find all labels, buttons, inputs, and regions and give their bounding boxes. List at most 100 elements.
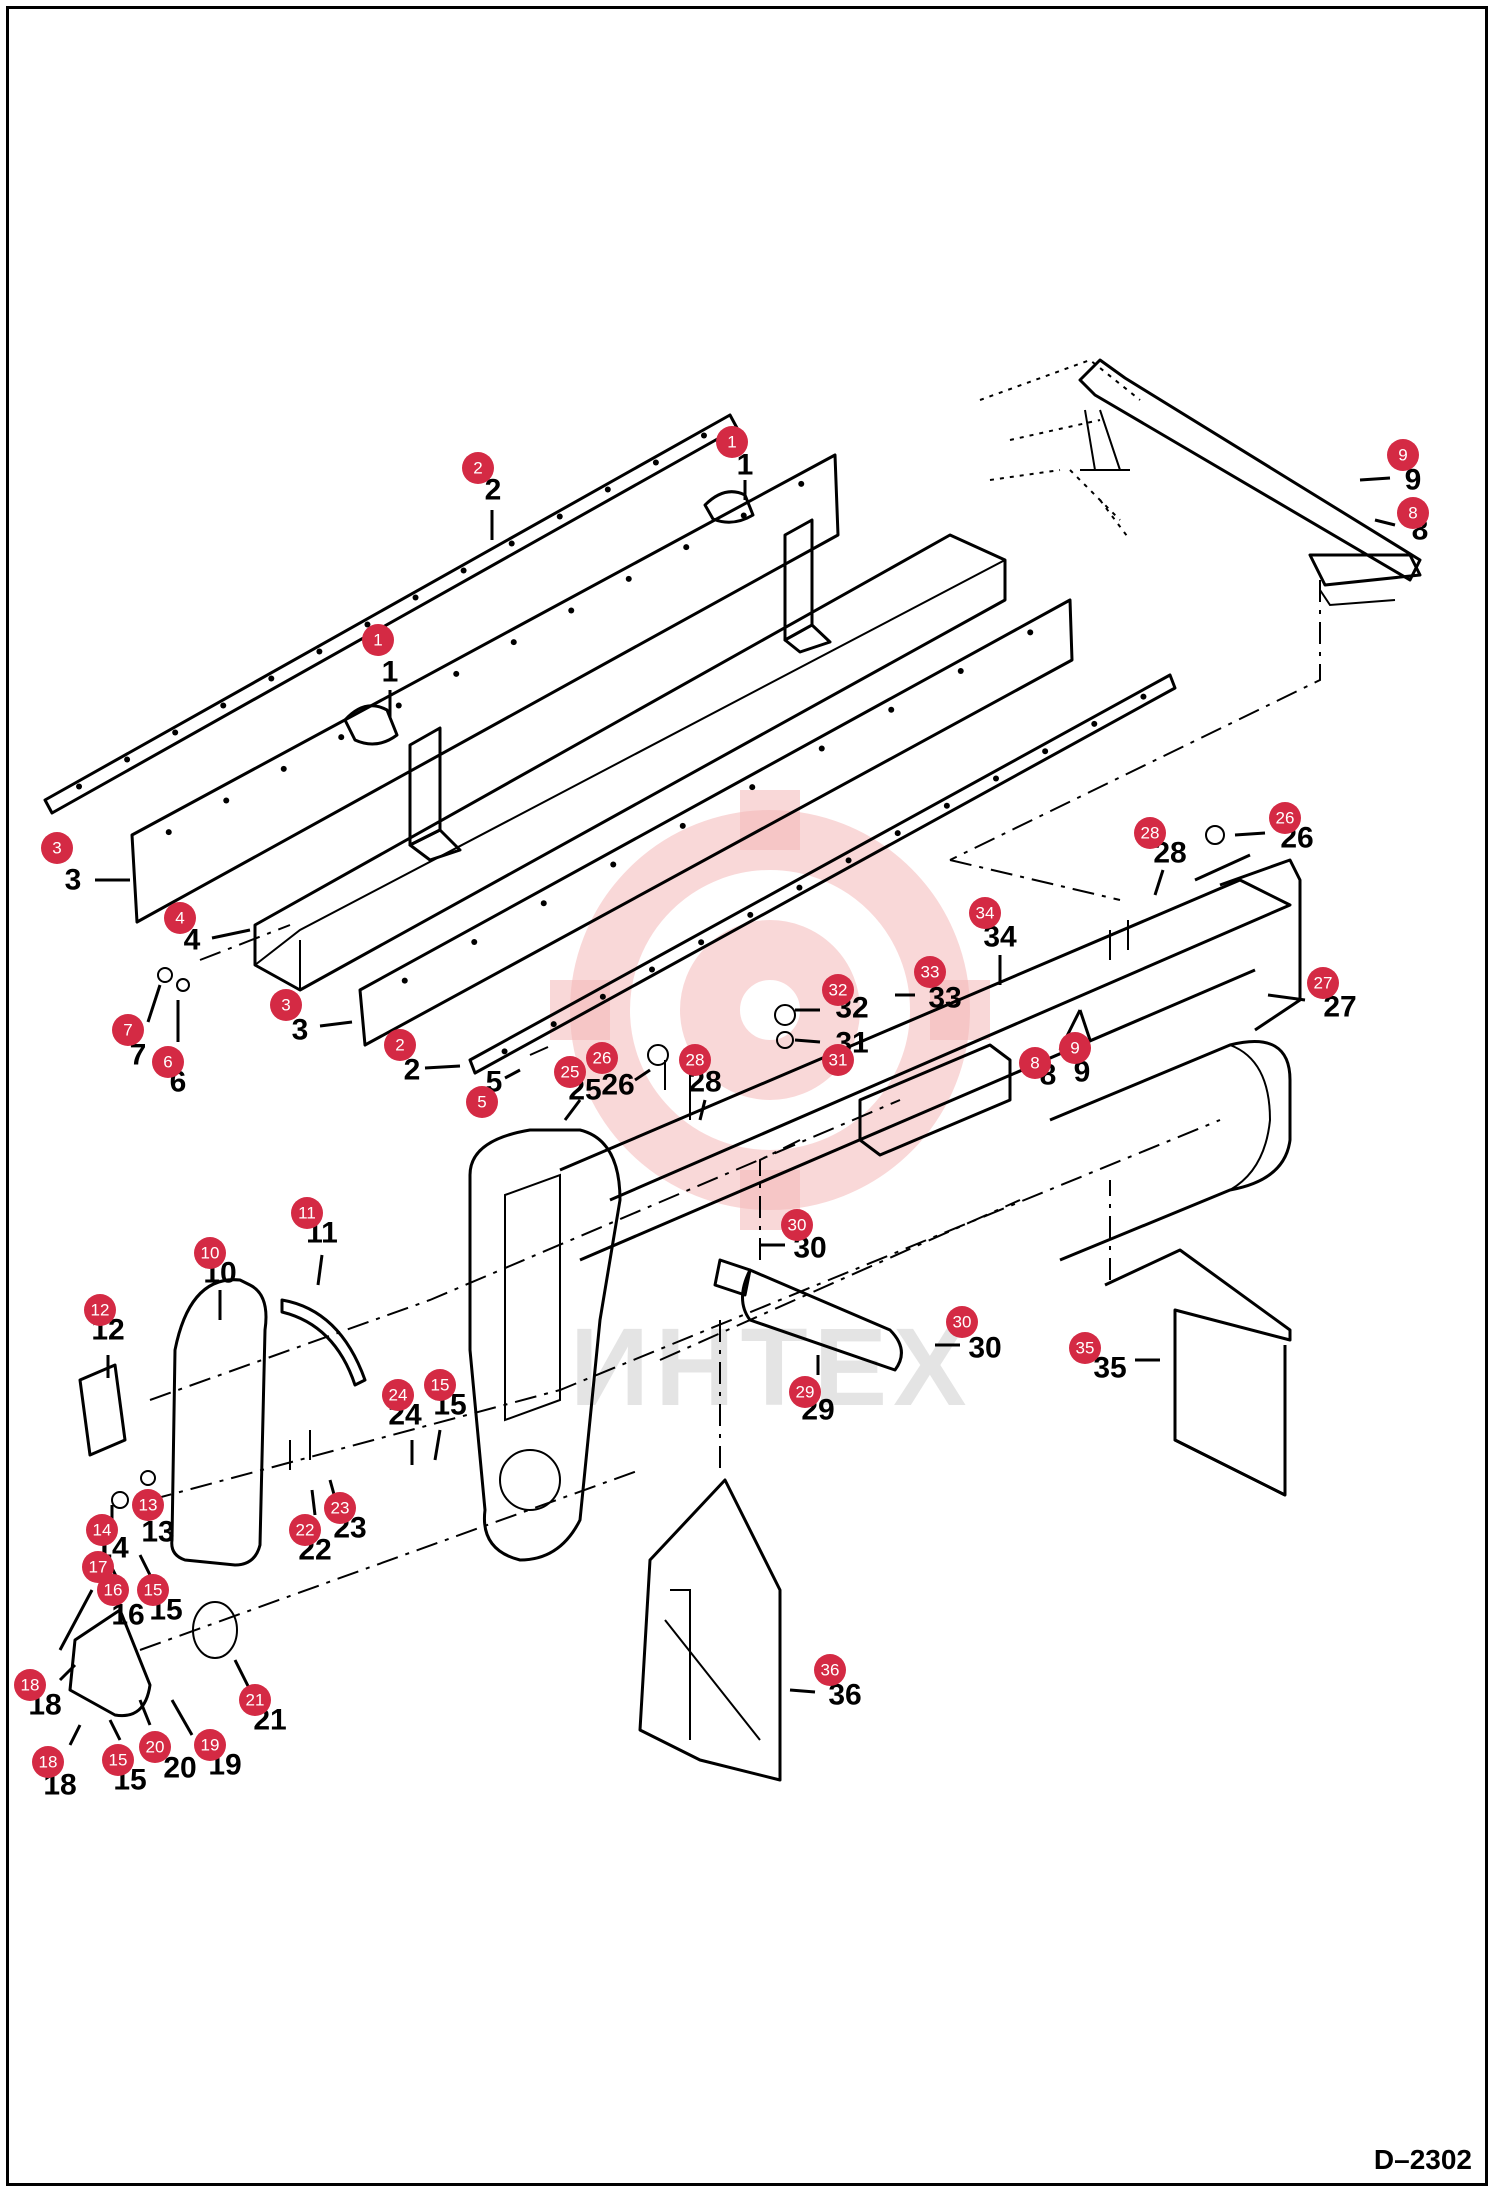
leader-5 xyxy=(504,1068,521,1080)
callout-circle-3a xyxy=(41,832,73,864)
callout-badge-2a[interactable]: 2 xyxy=(462,452,494,484)
callout-badge-3b[interactable]: 3 xyxy=(270,989,302,1021)
leader-28b xyxy=(1153,869,1165,896)
callout-badge-24[interactable]: 24 xyxy=(382,1379,414,1411)
strip-hole xyxy=(1140,693,1147,700)
strip-hole xyxy=(1091,720,1098,727)
callout-badge-31[interactable]: 31 xyxy=(822,1044,854,1076)
callout-circle-1b xyxy=(716,426,748,458)
strip-hole xyxy=(280,765,287,772)
callout-badge-29[interactable]: 29 xyxy=(789,1376,821,1408)
callout-badge-8a[interactable]: 8 xyxy=(1397,497,1429,529)
callout-badge-8b[interactable]: 8 xyxy=(1019,1047,1051,1079)
callout-badge-19[interactable]: 19 xyxy=(194,1729,226,1761)
callout-circle-13 xyxy=(132,1489,164,1521)
callout-number-10: 10 xyxy=(201,1244,220,1263)
callout-badge-6[interactable]: 6 xyxy=(152,1046,184,1078)
strip-hole xyxy=(818,745,825,752)
callout-badge-10[interactable]: 10 xyxy=(194,1237,226,1269)
callout-badge-25[interactable]: 25 xyxy=(554,1056,586,1088)
callout-circle-7 xyxy=(112,1014,144,1046)
callout-badge-15b[interactable]: 15 xyxy=(137,1574,169,1606)
strip-hole xyxy=(604,486,611,493)
callout-circle-35 xyxy=(1069,1332,1101,1364)
callout-badge-21[interactable]: 21 xyxy=(239,1684,271,1716)
callout-number-8a: 8 xyxy=(1408,504,1417,523)
callout-badge-34[interactable]: 34 xyxy=(969,897,1001,929)
callout-badge-35[interactable]: 35 xyxy=(1069,1332,1101,1364)
callout-number-11: 11 xyxy=(298,1204,316,1223)
callout-badge-36[interactable]: 36 xyxy=(814,1654,846,1686)
strip-hole xyxy=(943,802,950,809)
leader-31 xyxy=(794,1038,821,1044)
callout-badge-18b[interactable]: 18 xyxy=(32,1746,64,1778)
callout-circle-27 xyxy=(1307,967,1339,999)
callout-badge-9a[interactable]: 9 xyxy=(1387,439,1419,471)
leader-15b xyxy=(138,1554,152,1576)
callout-badge-28b[interactable]: 28 xyxy=(1134,817,1166,849)
callout-badge-15c[interactable]: 15 xyxy=(102,1744,134,1776)
callout-circle-20 xyxy=(139,1731,171,1763)
leader-7 xyxy=(146,984,162,1023)
callout-badge-30a[interactable]: 30 xyxy=(781,1209,813,1241)
callout-badge-9b[interactable]: 9 xyxy=(1059,1032,1091,1064)
part-number-2a: 2 xyxy=(485,474,502,507)
leader-8a xyxy=(1374,518,1396,527)
callout-badge-1a[interactable]: 1 xyxy=(362,624,394,656)
part-number-3a: 3 xyxy=(65,864,82,897)
strip-hole xyxy=(550,1021,557,1028)
leader-3b xyxy=(319,1020,353,1028)
callout-badge-20[interactable]: 20 xyxy=(139,1731,171,1763)
strip-hole xyxy=(338,734,345,741)
strip-hole xyxy=(1027,629,1034,636)
callout-badge-30b[interactable]: 30 xyxy=(946,1306,978,1338)
strip-hole xyxy=(412,594,419,601)
strip-hole xyxy=(1042,748,1049,755)
callout-number-17: 17 xyxy=(89,1558,108,1577)
callout-badge-17[interactable]: 17 xyxy=(82,1551,114,1583)
callout-circle-8b xyxy=(1019,1047,1051,1079)
callout-badge-22[interactable]: 22 xyxy=(289,1514,321,1546)
channel xyxy=(253,533,1007,992)
callout-circle-1a xyxy=(362,624,394,656)
strip-hole xyxy=(888,706,895,713)
callout-circle-15c xyxy=(102,1744,134,1776)
callout-number-7: 7 xyxy=(123,1021,132,1040)
callout-badge-28a[interactable]: 28 xyxy=(679,1044,711,1076)
strip-hole xyxy=(652,459,659,466)
part-number-1b: 1 xyxy=(737,449,754,482)
callout-badge-23[interactable]: 23 xyxy=(324,1492,356,1524)
callout-circle-23 xyxy=(324,1492,356,1524)
callout-badge-15a[interactable]: 15 xyxy=(424,1369,456,1401)
callout-circle-24 xyxy=(382,1379,414,1411)
callout-badge-32[interactable]: 32 xyxy=(822,974,854,1006)
strip-holes xyxy=(76,432,1147,1055)
callout-badge-1b[interactable]: 1 xyxy=(716,426,748,458)
callout-badge-5[interactable]: 5 xyxy=(466,1086,498,1118)
callout-badge-12[interactable]: 12 xyxy=(84,1294,116,1326)
callout-circle-9b xyxy=(1059,1032,1091,1064)
callout-badge-18a[interactable]: 18 xyxy=(14,1669,46,1701)
callout-number-35: 35 xyxy=(1076,1339,1095,1358)
callout-badge-33[interactable]: 33 xyxy=(914,956,946,988)
callout-circle-31 xyxy=(822,1044,854,1076)
callout-badge-27[interactable]: 27 xyxy=(1307,967,1339,999)
callout-number-30b: 30 xyxy=(953,1313,972,1332)
callout-circle-36 xyxy=(814,1654,846,1686)
strip-hole xyxy=(894,830,901,837)
callout-badge-26a[interactable]: 26 xyxy=(586,1042,618,1074)
callout-badge-2b[interactable]: 2 xyxy=(384,1029,416,1061)
callout-badge-4[interactable]: 4 xyxy=(164,902,196,934)
callout-badge-11[interactable]: 11 xyxy=(291,1197,323,1229)
callout-badge-3a[interactable]: 3 xyxy=(41,832,73,864)
callout-circle-32 xyxy=(822,974,854,1006)
strip-hole xyxy=(501,1048,508,1055)
callout-badge-16[interactable]: 16 xyxy=(97,1574,129,1606)
callout-badge-26b[interactable]: 26 xyxy=(1269,802,1301,834)
strip-hole xyxy=(993,775,999,782)
small-bracket xyxy=(78,1363,127,1457)
callout-badge-14[interactable]: 14 xyxy=(86,1514,118,1546)
callout-badge-7[interactable]: 7 xyxy=(112,1014,144,1046)
callout-badge-13[interactable]: 13 xyxy=(132,1489,164,1521)
